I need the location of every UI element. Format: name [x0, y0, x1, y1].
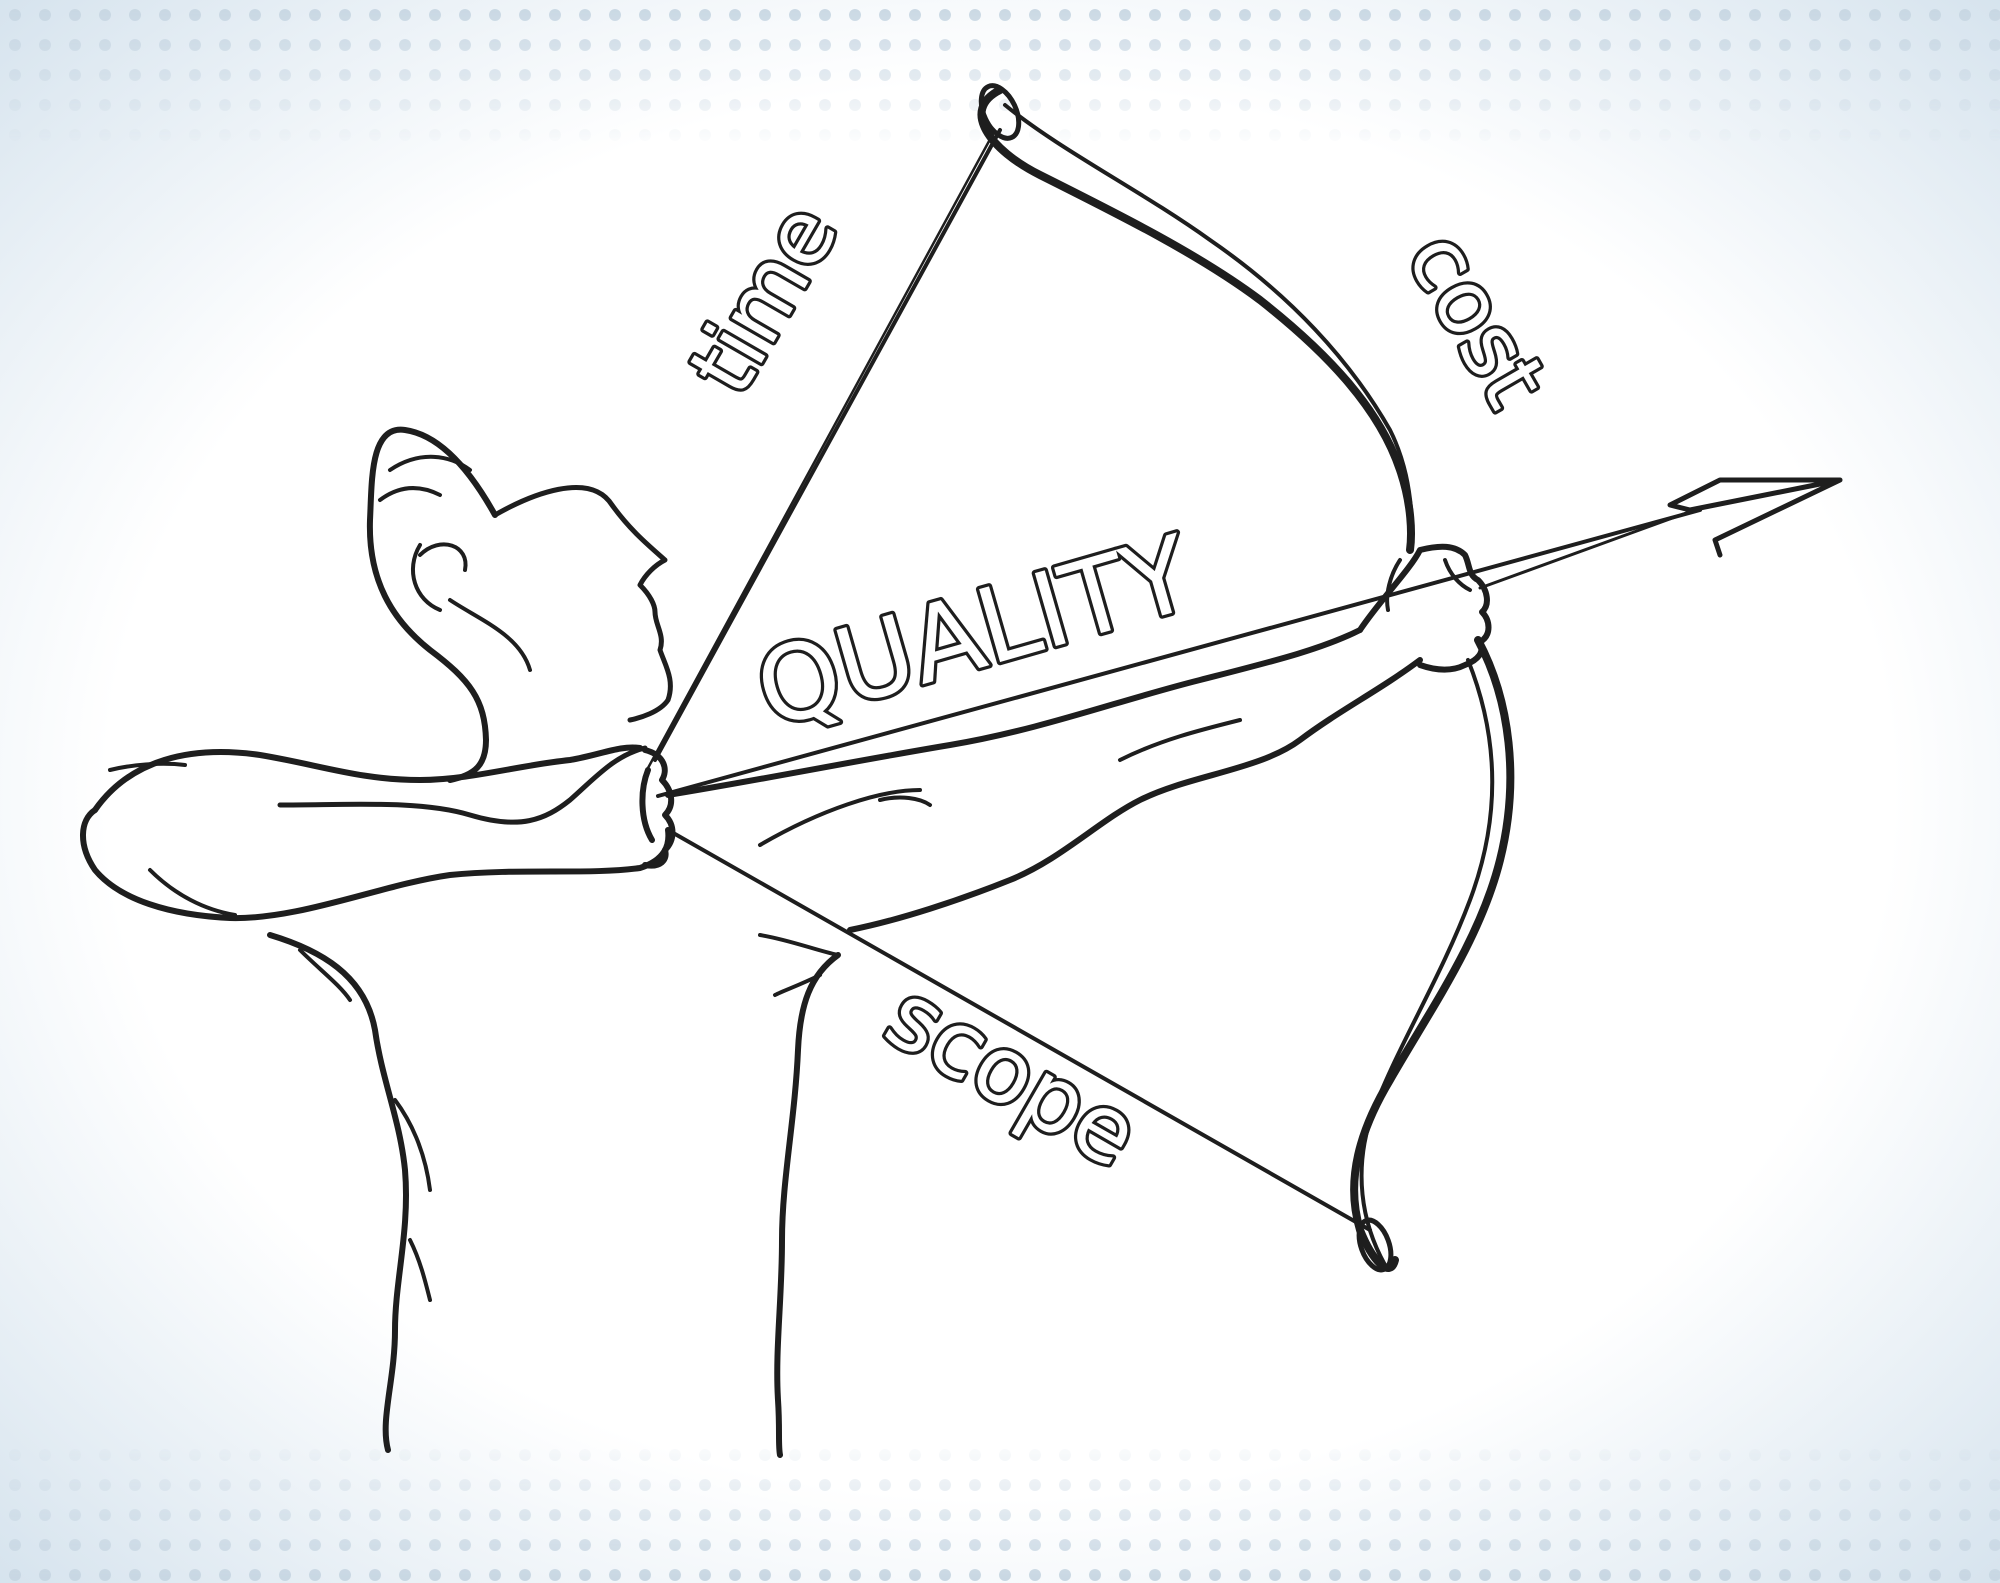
archer-torso-detail: [298, 948, 432, 1302]
arrow-shaft-2: [1478, 506, 1702, 590]
bow-bottom-tip: [1356, 1217, 1394, 1273]
archer-shoulder: [92, 744, 643, 813]
archer-head: [366, 426, 498, 783]
archer-upper-arm-top: [277, 745, 648, 825]
bowstring-lower: [666, 828, 1372, 1232]
dot-pattern-top: [0, 0, 2000, 150]
archer-torso-right: [774, 952, 841, 1458]
bowstring-upper: [653, 128, 1002, 762]
bow-upper-limb-inner: [1003, 103, 1414, 522]
archer-bow-arm-bottom: [847, 657, 1423, 933]
archer-bow-arm-detail: [758, 718, 1242, 847]
arrowhead: [1667, 477, 1843, 558]
arrow: [656, 477, 1843, 798]
archer-elbow: [80, 807, 672, 922]
bow-lower-limb-inner: [1359, 658, 1495, 1267]
dot-pattern-bottom: [0, 1433, 2000, 1583]
archer-face: [492, 485, 673, 723]
archer-elbow-detail: [108, 761, 237, 917]
archer-torso-left: [267, 932, 410, 1453]
bowstring-upper-2: [646, 130, 996, 770]
arrow-shaft: [656, 508, 1702, 798]
bow-top-tip: [978, 83, 1022, 141]
archer-ear: [410, 542, 468, 612]
archer-hair: [378, 454, 532, 672]
archer-armpit: [758, 933, 840, 997]
bow-upper-limb: [977, 86, 1415, 554]
bowstring: [646, 128, 1372, 1232]
bow: [977, 83, 1515, 1273]
archer-figure: [80, 426, 1492, 1458]
archer-drawing-hand: [639, 747, 676, 869]
archer-bow-arm-top: [665, 627, 1363, 798]
